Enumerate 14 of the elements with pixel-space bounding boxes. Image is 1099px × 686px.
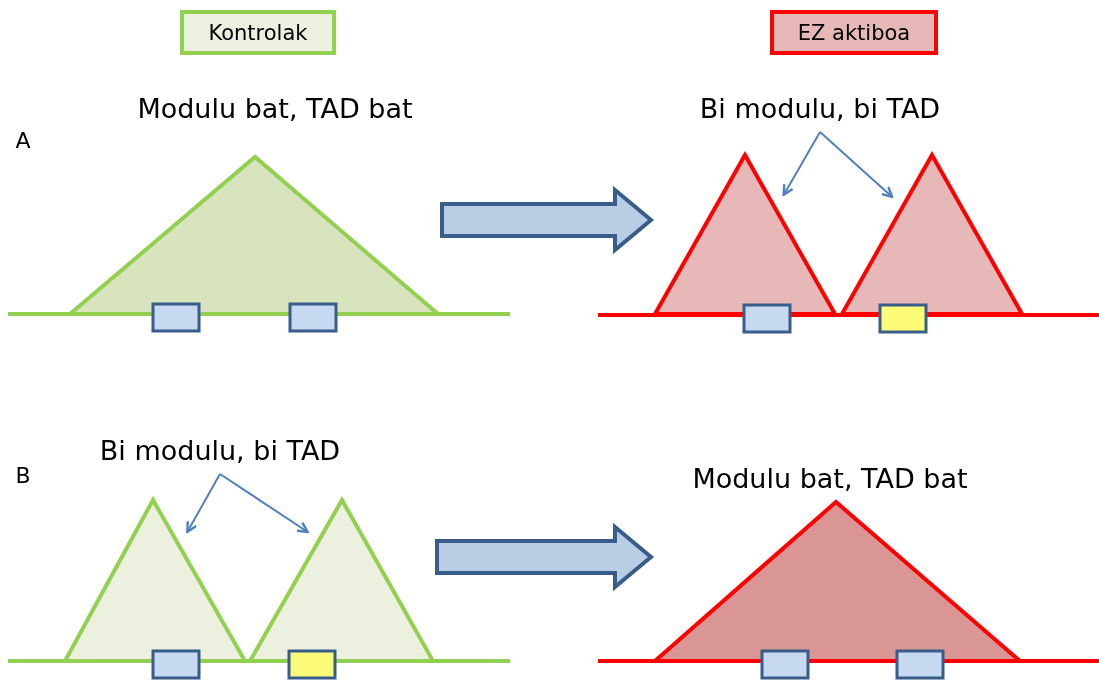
panel-letter: B [14, 462, 32, 490]
leader-arrow [819, 131, 894, 199]
leader-arrow [219, 473, 309, 534]
callout-text: Bi modulu, bi TAD [50, 430, 390, 472]
leader-arrow [782, 131, 821, 197]
callout-text: Bi modulu, bi TAD [650, 88, 990, 130]
panel-letter: A [14, 127, 32, 155]
block-arrow [440, 185, 655, 255]
panel-heading: Modulu bat, TAD bat [136, 92, 414, 126]
block-arrow [435, 522, 655, 592]
panel-heading: Modulu bat, TAD bat [691, 462, 969, 496]
condition-label-box: EZ aktiboa [770, 10, 938, 55]
leader-arrow [186, 473, 221, 534]
condition-label-box: Kontrolak [180, 10, 336, 55]
